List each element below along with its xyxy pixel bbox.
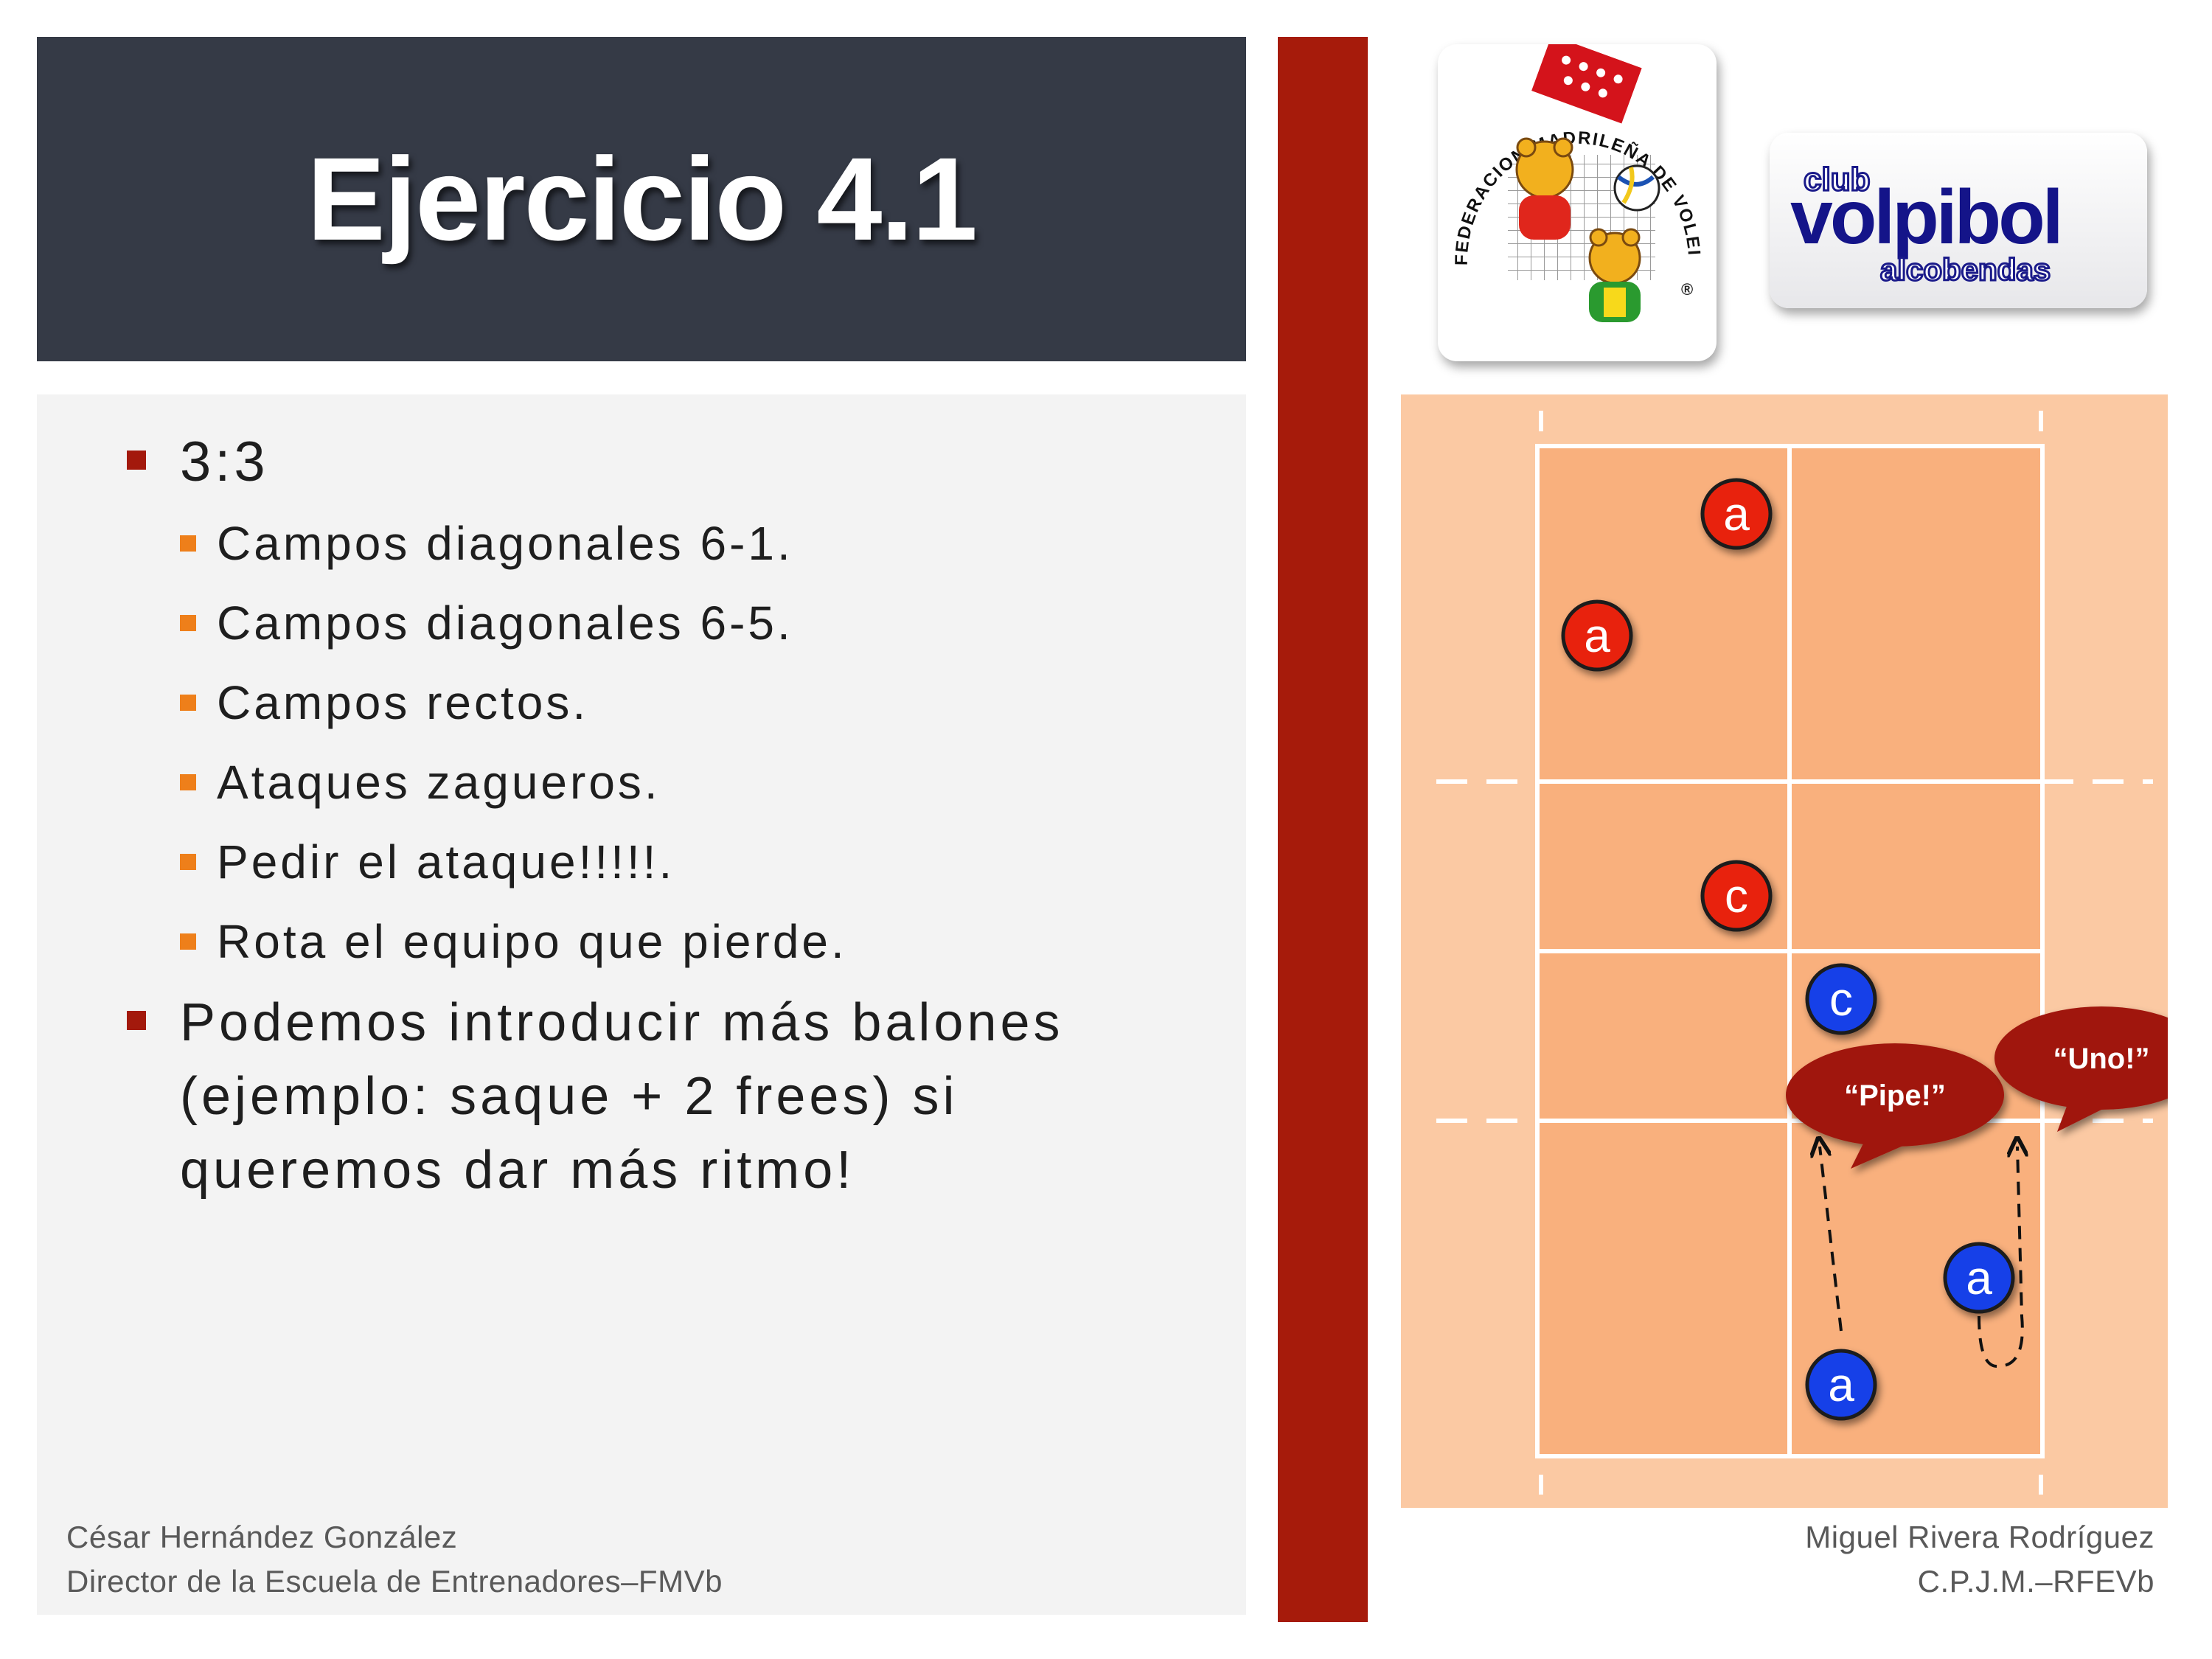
bear-mascot-icon <box>1515 137 1641 322</box>
club-logo: club volpibol alcobendas <box>1770 133 2147 308</box>
federation-logo-art: FEDERACION MADRILEÑA DE VOLEIBOL ® <box>1438 44 1703 322</box>
author-left: César Hernández González Director de la … <box>66 1515 723 1604</box>
player-marker-blue: a <box>1943 1242 2015 1314</box>
author-left-role: Director de la Escuela de Entrenadores–F… <box>66 1564 723 1599</box>
sub-bullet-item: Campos diagonales 6-5. <box>150 583 1233 663</box>
movement-arrows <box>1820 1147 2023 1368</box>
speech-bubble-text: “Pipe!” <box>1844 1079 1946 1112</box>
sub-bullet-item: Pedir el ataque!!!!!. <box>150 822 1233 902</box>
sub-bullet-item: Rota el equipo que pierde. <box>150 902 1233 981</box>
club-word-club: club <box>1804 161 1870 198</box>
speech-bubble: “Pipe!” <box>1786 1043 2004 1169</box>
player-circle <box>1805 963 1877 1035</box>
player-label: a <box>1723 487 1750 540</box>
bullet-text: Podemos introducir más balones (ejemplo:… <box>180 993 1064 1200</box>
madrid-flag-icon <box>1531 44 1642 124</box>
player-marker-red: a <box>1561 599 1633 672</box>
player-label: a <box>1966 1251 1992 1304</box>
registered-mark: ® <box>1681 280 1693 299</box>
speech-bubble-body <box>1786 1043 2004 1147</box>
player-label: a <box>1584 609 1610 662</box>
sub-bullet-item: Campos diagonales 6-1. <box>150 504 1233 583</box>
club-logo-art: club volpibol alcobendas <box>1790 161 2064 288</box>
author-right: Miguel Rivera Rodríguez C.P.J.M.–RFEVb <box>1805 1515 2154 1604</box>
player-circle <box>1561 599 1633 672</box>
players-layer: a a c c a a <box>1561 478 2015 1421</box>
player-circle <box>1805 1349 1877 1421</box>
court-diagram: a a c c a a “Pipe!” “Uno!” <box>1401 394 2208 1508</box>
court-svg: a a c c a a “Pipe!” “Uno!” <box>1401 394 2208 1508</box>
club-word-main: volpibol <box>1790 175 2061 260</box>
arrow-uno-run <box>1978 1147 2023 1368</box>
calls-layer: “Pipe!” “Uno!” <box>1786 1006 2208 1169</box>
player-marker-blue: a <box>1805 1349 1877 1421</box>
speech-bubble-text: “Uno!” <box>2053 1043 2149 1075</box>
federation-logo: FEDERACION MADRILEÑA DE VOLEIBOL ® <box>1438 44 1717 361</box>
speech-bubble-body <box>1994 1006 2208 1110</box>
sub-bullet-item: Campos rectos. <box>150 663 1233 742</box>
speech-bubble-tail <box>2057 1102 2109 1132</box>
player-circle <box>1700 478 1773 550</box>
author-right-name: Miguel Rivera Rodríguez <box>1805 1520 2154 1554</box>
bullet-text: 3:3 <box>180 431 269 493</box>
speech-bubble: “Uno!” <box>1994 1006 2208 1132</box>
player-label: c <box>1829 973 1853 1026</box>
content-panel: 3:3 Campos diagonales 6-1. Campos diagon… <box>37 394 1246 1615</box>
player-circle <box>1700 860 1773 932</box>
player-marker-blue: c <box>1805 963 1877 1035</box>
author-left-name: César Hernández González <box>66 1520 458 1554</box>
title-banner: Ejercicio 4.1 <box>37 37 1246 361</box>
divider-bar <box>1278 37 1368 1622</box>
volleyball-icon <box>1613 164 1660 212</box>
bullet-item: Podemos introducir más balones (ejemplo:… <box>127 986 1233 1207</box>
slide-title: Ejercicio 4.1 <box>307 133 978 265</box>
player-marker-red: c <box>1700 860 1773 932</box>
author-right-role: C.P.J.M.–RFEVb <box>1917 1564 2154 1599</box>
player-circle <box>1943 1242 2015 1314</box>
sub-bullet-list: Campos diagonales 6-1. Campos diagonales… <box>180 504 1233 981</box>
bullet-item: 3:3 Campos diagonales 6-1. Campos diagon… <box>127 425 1233 981</box>
club-word-city: alcobendas <box>1880 252 2051 287</box>
player-label: c <box>1725 869 1748 922</box>
player-marker-red: a <box>1700 478 1773 550</box>
sub-bullet-item: Ataques zagueros. <box>150 742 1233 822</box>
court-extension-lines <box>1436 411 2153 1495</box>
arrow-pipe-run <box>1820 1147 1843 1332</box>
bullet-list: 3:3 Campos diagonales 6-1. Campos diagon… <box>127 425 1233 1207</box>
player-label: a <box>1828 1358 1854 1411</box>
